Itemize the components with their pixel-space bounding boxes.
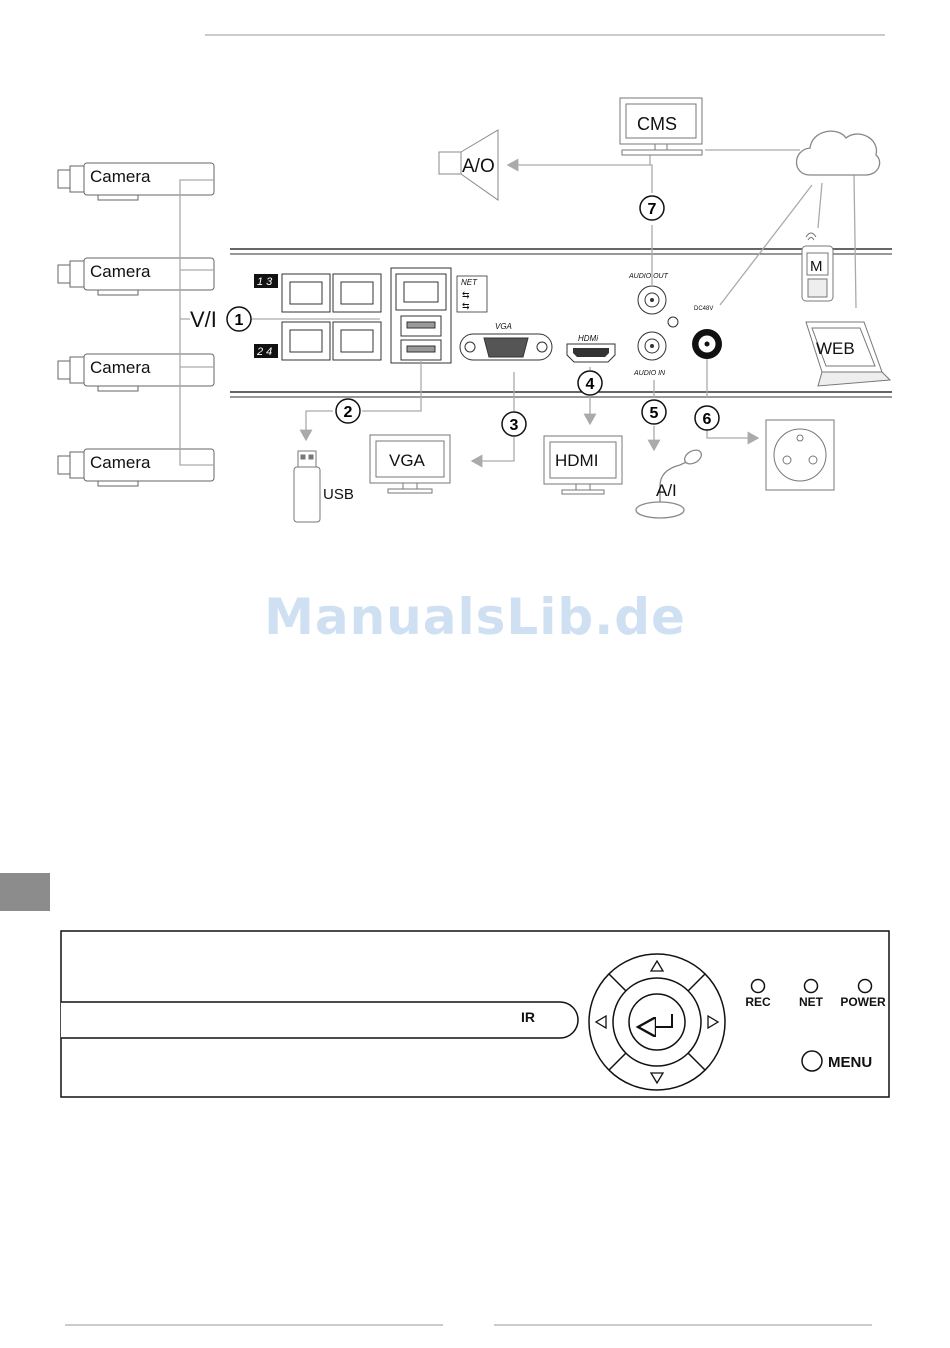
- hdmi-monitor-label: HDMI: [555, 451, 598, 470]
- rec-led-label: REC: [745, 995, 771, 1009]
- usb-symbol-icon: ⇆: [462, 290, 470, 300]
- audio-out-label: AUDIO OUT: [628, 273, 669, 280]
- menu-button[interactable]: [802, 1051, 822, 1071]
- rear-panel: 1 3 2 4 NET ⇆ ⇆ VGA: [230, 249, 892, 397]
- power-led-label: POWER: [840, 995, 886, 1009]
- cms-label: CMS: [637, 114, 677, 134]
- camera-label-1: Camera: [90, 167, 151, 186]
- menu-label: MENU: [828, 1054, 872, 1071]
- vga-monitor-label: VGA: [389, 451, 426, 470]
- usb-port-1: [401, 316, 441, 336]
- usb-stick-icon: [294, 451, 320, 522]
- power-outlet-icon: [766, 420, 834, 490]
- net-led-label: NET: [799, 995, 824, 1009]
- rj45-port-4: [333, 322, 381, 360]
- audio-in-port: [638, 332, 666, 360]
- callout-7: 7: [648, 201, 657, 218]
- web-label: WEB: [816, 339, 855, 358]
- callout-1: 1: [235, 312, 244, 329]
- dc-label: DC48V: [694, 306, 713, 312]
- vga-port: [460, 334, 552, 360]
- audio-out-device-label: A/O: [462, 156, 495, 177]
- callout-5: 5: [650, 405, 659, 422]
- ir-label: IR: [521, 1009, 535, 1025]
- rj45-port-3: [333, 274, 381, 312]
- net-led: [805, 980, 818, 993]
- usb-symbol-icon-2: ⇆: [462, 301, 470, 311]
- rj45-port-1: [282, 274, 330, 312]
- callout-2: 2: [344, 404, 353, 421]
- callout-6: 6: [703, 411, 712, 428]
- hdmi-port-label: HDMi: [578, 334, 598, 343]
- camera-label-2: Camera: [90, 262, 151, 281]
- audio-in-label: AUDIO IN: [633, 370, 666, 377]
- callouts: 1 2 3 4 5 6 7: [227, 196, 719, 436]
- audio-in-device-label: A/I: [656, 481, 677, 500]
- hdmi-port: [567, 344, 615, 362]
- net-port-label: NET: [461, 278, 478, 287]
- cloud-icon: [797, 131, 880, 175]
- rj45-port-2: [282, 322, 330, 360]
- usb-port-2: [401, 340, 441, 360]
- channel-label-top: 1 3: [257, 276, 273, 288]
- video-input-label: V/I: [190, 307, 217, 332]
- power-led: [859, 980, 872, 993]
- vga-port-label: VGA: [495, 322, 512, 331]
- callout-4: 4: [586, 376, 595, 393]
- connection-lines: [306, 150, 856, 461]
- mobile-label: M: [810, 258, 823, 275]
- front-panel: IR REC NET POWER MENU: [61, 931, 889, 1097]
- camera-label-4: Camera: [90, 453, 151, 472]
- rec-led: [752, 980, 765, 993]
- channel-label-bottom: 2 4: [256, 346, 272, 358]
- enter-button[interactable]: [629, 994, 685, 1050]
- dc-power-port: [692, 329, 722, 359]
- callout-3: 3: [510, 417, 519, 434]
- audio-out-port: [638, 286, 666, 314]
- camera-label-3: Camera: [90, 358, 151, 377]
- net-port: [396, 274, 446, 310]
- usb-device-label: USB: [323, 486, 354, 503]
